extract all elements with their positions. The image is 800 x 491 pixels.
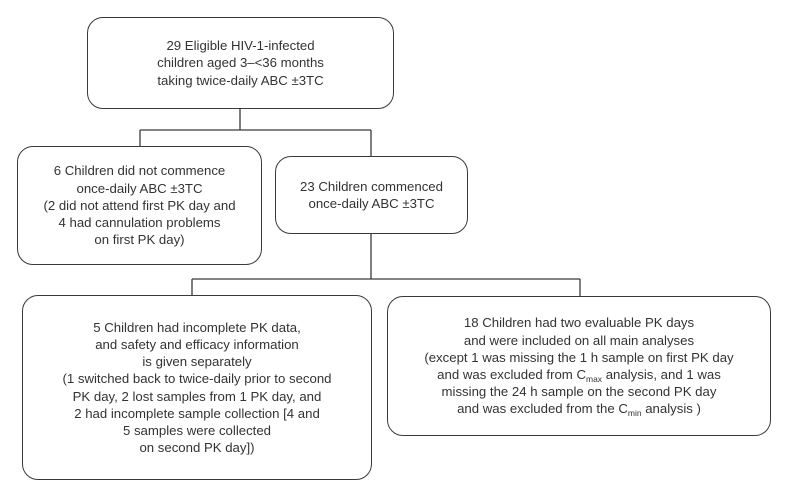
incomplete-line-6: 2 had incomplete sample collection [4 an…: [74, 405, 320, 421]
evaluable-line-1: 18 Children had two evaluable PK days: [463, 315, 695, 331]
incomplete-line-7: 5 samples were collected: [122, 422, 272, 438]
eligible-line-1: 29 Eligible HIV-1-infected: [166, 38, 315, 54]
evaluable-line-2: and were included on all main analyses: [463, 332, 695, 348]
evaluable-line-3: (except 1 was missing the 1 h sample on …: [424, 349, 734, 365]
commenced-line-2: once-daily ABC ±3TC: [308, 196, 435, 211]
incomplete-pk-box: 5 Children had incomplete PK data, and s…: [22, 295, 372, 480]
not-commenced-line-5: on first PK day): [94, 232, 185, 248]
evaluable-line-6-pre: and was excluded from the C: [457, 401, 628, 417]
evaluable-line-4-post: analysis, and 1 was: [602, 367, 721, 382]
eligible-line-3: taking twice-daily ABC ±3TC: [157, 72, 324, 88]
evaluable-line-4: and was excluded from Cmax analysis, and…: [388, 366, 770, 383]
incomplete-line-8: on second PK day]): [139, 440, 255, 456]
incomplete-line-3: is given separately: [142, 354, 252, 370]
incomplete-line-2: and safety and efficacy information: [95, 336, 299, 352]
incomplete-line-4: (1 switched back to twice-daily prior to…: [62, 371, 332, 387]
not-commenced-box: 6 Children did not commence once-daily A…: [17, 146, 262, 265]
incomplete-line-5: PK day, 2 lost samples from 1 PK day, an…: [72, 388, 322, 404]
commenced-box: 23 Children commenced once-daily ABC ±3T…: [275, 156, 468, 234]
not-commenced-line-4: 4 had cannulation problems: [58, 215, 221, 231]
not-commenced-line-3: (2 did not attend first PK day and: [43, 197, 236, 213]
eligible-children-box: 29 Eligible HIV-1-infected children aged…: [87, 17, 394, 109]
evaluable-line-6-post: analysis ): [641, 401, 701, 417]
not-commenced-line-2: once-daily ABC ±3TC: [76, 180, 203, 196]
not-commenced-line-1: 6 Children did not commence: [53, 163, 226, 179]
evaluable-line-6: and was excluded from the Cmin analysis …: [388, 400, 770, 417]
commenced-line-1: 23 Children commenced: [300, 178, 443, 194]
cmin-subscript: min: [627, 408, 642, 419]
cmax-subscript: max: [585, 374, 603, 384]
evaluable-pk-box: 18 Children had two evaluable PK days an…: [387, 296, 771, 436]
evaluable-line-5: missing the 24 h sample on the second PK…: [441, 384, 717, 400]
incomplete-line-1: 5 Children had incomplete PK data,: [93, 319, 301, 335]
evaluable-line-4-pre: and was excluded from C: [437, 367, 586, 382]
eligible-line-2: children aged 3–<36 months: [157, 55, 324, 71]
